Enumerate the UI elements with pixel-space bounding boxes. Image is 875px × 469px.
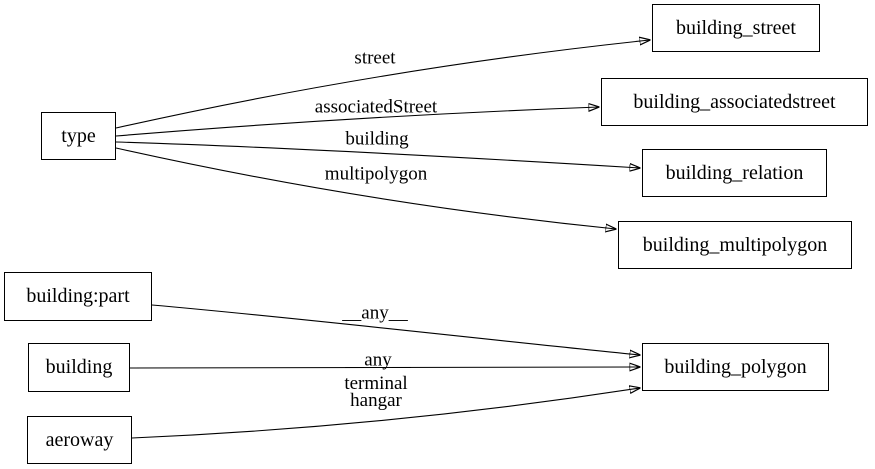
node-building-associatedstreet: building_associatedstreet: [601, 78, 868, 126]
edge-buildingpart-building-polygon: [151, 304, 640, 355]
node-building-polygon: building_polygon: [642, 343, 829, 391]
edge-type-building-relation: [115, 141, 640, 168]
edge-type-building-multipolygon: [115, 147, 616, 229]
edge-label-multipolygon: multipolygon: [324, 163, 428, 185]
edge-type-building-street: [115, 40, 650, 129]
edge-type-building-associatedstreet: [115, 107, 599, 137]
node-building-street: building_street: [652, 4, 820, 52]
edge-label-associatedstreet: associatedStreet: [314, 96, 438, 118]
node-type: type: [41, 112, 116, 160]
node-building-multipolygon: building_multipolygon: [618, 221, 852, 269]
node-building-part: building:part: [4, 272, 152, 321]
edge-label-any-buildingpart: __any__: [342, 302, 408, 324]
edge-label-terminal-hangar: terminal hangar: [344, 373, 408, 411]
edge-building-building-polygon: [129, 367, 640, 368]
edge-label-street: street: [354, 47, 396, 69]
edge-label-building: building: [345, 128, 409, 150]
edge-label-any-building: __any__: [345, 349, 411, 371]
node-aeroway: aeroway: [27, 416, 132, 464]
edge-aeroway-building-polygon: [131, 388, 640, 439]
node-building: building: [28, 343, 130, 392]
node-building-relation: building_relation: [642, 149, 827, 197]
